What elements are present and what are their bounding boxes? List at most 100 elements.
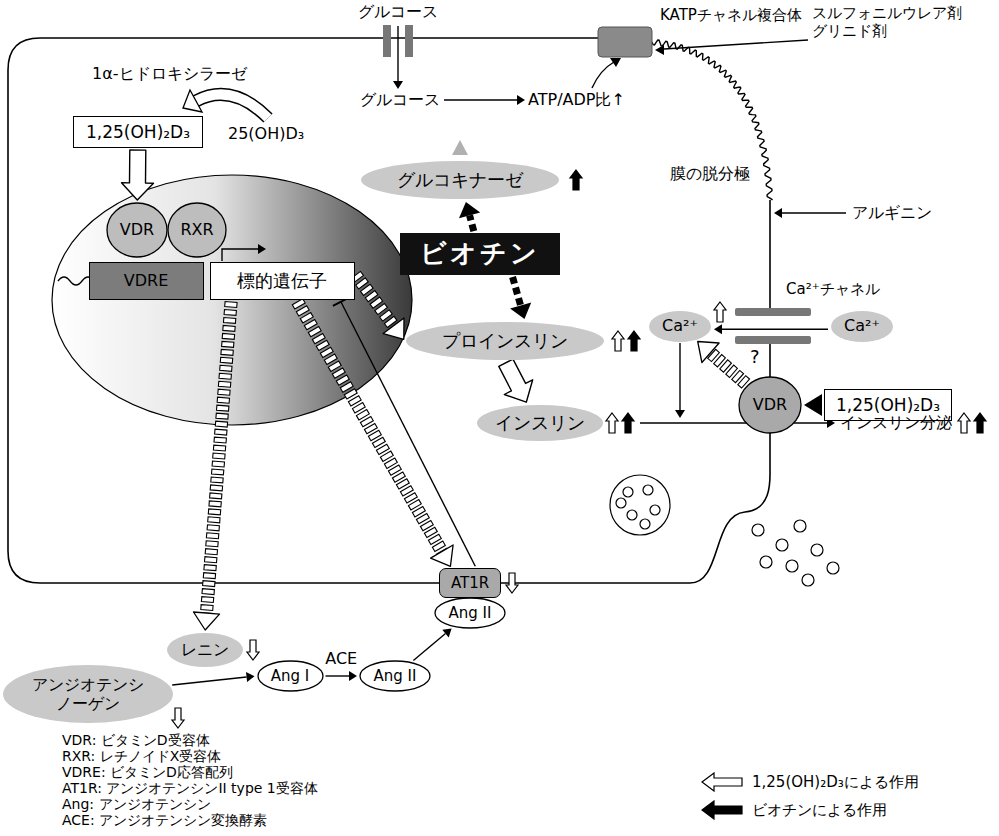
- effect-arrow-stripe: [220, 365, 232, 371]
- abbreviation-note: RXR: レチノイドX受容体: [62, 748, 221, 764]
- increase-arrow-hollow: [506, 573, 518, 593]
- legend-swatch: [702, 773, 742, 791]
- legend-text: ビオチンによる作用: [752, 801, 887, 819]
- effect-arrow-head: [194, 612, 220, 630]
- receptor-circle: RXR: [167, 202, 227, 258]
- effect-arrow-stripe: [211, 477, 223, 483]
- legend-swatch: [702, 801, 742, 819]
- effect-arrow-stripe: [216, 413, 228, 419]
- effect-arrow-stripe: [222, 341, 234, 347]
- effect-arrow-stripe: [208, 509, 220, 515]
- peptide-ellipse: Ang II: [359, 660, 431, 692]
- legend-row: ビオチンによる作用: [700, 800, 887, 820]
- effect-arrow-stripe: [203, 581, 215, 587]
- hydroxylase-arrow: [196, 94, 268, 118]
- effect-arrow-stripe: [203, 573, 215, 579]
- connector: [172, 672, 254, 685]
- hydroxylase-arrow: [196, 94, 268, 118]
- annotation-label: KATPチャネル複合体: [660, 6, 802, 24]
- receptor-box: AT1R: [439, 568, 501, 598]
- node-text: Ca²⁺: [662, 316, 698, 335]
- effect-arrow-stripe: [201, 597, 213, 603]
- enzyme-ellipse: レニン: [166, 632, 244, 668]
- arginine-arrow: [782, 212, 846, 213]
- legend-row: 1,25(OH)₂D₃による作用: [700, 772, 919, 792]
- insulin-granule: [640, 519, 650, 529]
- effect-arrow-head: [459, 202, 480, 218]
- ellipse-shape: [167, 633, 243, 667]
- glucose-transporter: [405, 25, 413, 57]
- depolarization-wave: [652, 40, 773, 200]
- insulin-granule: [760, 556, 772, 568]
- arrow-head: [349, 671, 357, 681]
- effect-arrow-stripe: [202, 589, 214, 595]
- annotation-label: グルコース: [360, 90, 440, 109]
- effect-arrow-stripe: [225, 302, 237, 308]
- legend-swatch: [700, 772, 744, 792]
- effect-arrow-stripe: [205, 557, 217, 563]
- node-text: ビオチン: [420, 238, 540, 269]
- insulin-granule: [623, 487, 633, 497]
- insulin-granule: [752, 524, 764, 536]
- connector: [804, 394, 822, 416]
- insulin-granule: [650, 505, 660, 515]
- arrow-head: [714, 324, 722, 334]
- effect-arrow-stripe: [218, 389, 230, 395]
- node-text: Ang II: [374, 667, 417, 685]
- peptide-ellipse: Ang I: [257, 660, 324, 692]
- ellipse-shape: [649, 311, 711, 342]
- node-text: 1,25(OH)₂D₃: [86, 122, 190, 142]
- node-text: インスリン: [495, 412, 585, 434]
- connector: [499, 359, 533, 402]
- legend-swatch: [700, 800, 744, 820]
- effect-arrow-stripe: [205, 549, 217, 555]
- effect-arrow-stripe: [213, 453, 225, 459]
- receptor-circle: VDR: [738, 376, 802, 434]
- hormone-ellipse: インスリン: [476, 404, 604, 442]
- abbreviation-note: VDR: ビタミンD受容体: [62, 732, 210, 748]
- change-arrows: [172, 170, 986, 728]
- transcription-arrow: [222, 249, 258, 261]
- node-text: プロインスリン: [442, 330, 568, 352]
- insulin-vesicle: [610, 475, 670, 535]
- effect-arrow-head: [383, 318, 404, 339]
- node-text: RXR: [180, 220, 213, 239]
- calcium-arrow: [675, 410, 685, 418]
- binding-triangle: [804, 394, 822, 416]
- increase-arrow-solid: [628, 331, 640, 351]
- connector: [194, 302, 238, 631]
- effect-arrow-stripe: [219, 373, 231, 379]
- gene-box: 標的遺伝子: [210, 262, 355, 300]
- ellipse-shape: [258, 661, 323, 691]
- increase-arrow-hollow: [172, 708, 184, 728]
- biotin-box: ビオチン: [400, 233, 560, 275]
- effect-arrow-stripe: [215, 429, 227, 435]
- effect-arrow-stripe: [207, 525, 219, 531]
- arrow-head: [246, 672, 255, 682]
- calcium-arrow: [679, 343, 680, 411]
- node-text: 標的遺伝子: [237, 270, 327, 292]
- reaction-arrow: [172, 677, 246, 685]
- increase-arrow-solid: [622, 413, 634, 433]
- atp-arrow: [592, 62, 614, 88]
- ion-ellipse: Ca²⁺: [648, 310, 712, 343]
- effect-arrow-stripe: [204, 565, 216, 571]
- effect-arrow-stripe: [214, 437, 226, 443]
- connector: [714, 324, 828, 334]
- ellipse-shape: [477, 405, 603, 441]
- effect-arrow-stripe: [224, 310, 236, 316]
- effect-arrow-stripe: [224, 318, 236, 324]
- increase-arrow-hollow: [714, 302, 726, 322]
- ellipse-shape: [739, 377, 801, 433]
- effect-arrow-stripe: [208, 517, 220, 523]
- response-element-box: VDRE: [89, 262, 204, 300]
- cell-membrane: [8, 38, 770, 583]
- increase-arrow-solid: [570, 170, 582, 190]
- effect-arrow-head: [698, 342, 719, 363]
- abbreviation-note: ACE: アンジオテンシン変換酵素: [62, 812, 267, 828]
- annotation-label: グルコース: [358, 2, 438, 21]
- connector: [122, 150, 154, 200]
- annotation-label: 膜の脱分極: [670, 164, 750, 183]
- ellipse-shape: [360, 661, 430, 691]
